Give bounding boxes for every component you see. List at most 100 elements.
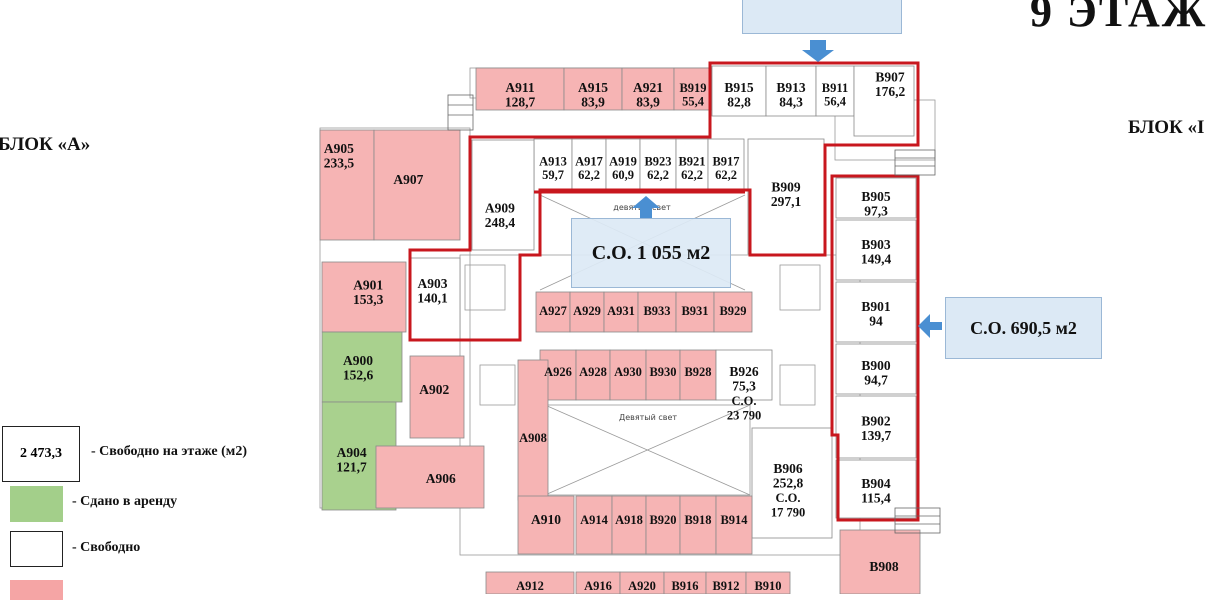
room-b917 [707,138,745,192]
free-block-outlines [408,61,920,522]
room-label: B906 [773,461,803,476]
arrow-down-icon [802,40,834,62]
legend-total-value: 2 473,3 [20,446,62,461]
room-label: B908 [869,559,899,574]
room-label: A915 [578,80,608,95]
room-label: A929 [573,304,601,318]
room-a915 [563,67,623,111]
room-label: B919 [679,81,706,95]
room-label: B921 [678,155,705,169]
room-label: A917 [575,155,603,169]
room-a902 [409,355,465,439]
room-note: 23 790 [727,409,761,423]
stairs [447,94,941,534]
room-label: A911 [505,80,535,95]
room-area: 97,3 [864,204,888,219]
room-label: B909 [771,179,801,194]
room-b903 [835,219,917,281]
room-a903 [409,257,461,341]
room-area: 62,2 [715,168,737,182]
room-label: A910 [531,512,561,527]
room-label: B912 [712,579,739,593]
room-a912 [485,571,575,594]
room-area: 82,8 [727,95,751,110]
room-area: 62,2 [681,168,703,182]
room-b902 [835,395,917,459]
room-label: A918 [615,513,643,527]
room-label: B904 [861,476,891,491]
room-label: A905 [324,141,354,156]
room-b931 [675,291,715,333]
room-a908 [517,359,549,501]
room-label: B900 [861,358,891,373]
rooms [319,65,921,594]
legend-total-label: - Свободно на этаже (м2) [91,444,248,459]
room-a900 [321,331,403,403]
room-a913 [533,138,573,192]
room-label: A908 [519,431,547,445]
room-label: B931 [681,304,708,318]
room-area: 233,5 [324,156,355,171]
room-area: 84,3 [779,95,803,110]
room-area: 121,7 [336,460,367,475]
room-area: 62,2 [578,168,600,182]
room-area: 59,7 [542,168,564,182]
room-area: 153,3 [353,292,384,307]
room-label: A914 [580,513,609,527]
room-a905 [319,129,375,241]
east-common-area: С.О. 690,5 м2 [945,297,1102,359]
room-b911 [815,65,855,117]
room-b915 [711,65,767,117]
room-area: 83,9 [636,94,660,109]
room-label: B923 [644,155,671,169]
legend-free-swatch [10,531,63,567]
room-label: B920 [649,513,676,527]
block-b-label: БЛОК «I [1128,117,1205,138]
room-label: A930 [614,365,642,379]
central-common-area: С.О. 1 055 м2 [571,218,731,288]
room-label: A901 [353,277,383,292]
central-common-area-text: С.О. 1 055 м2 [591,241,711,264]
room-b914 [715,495,753,555]
room-b933 [637,291,677,333]
room-label: A919 [609,155,637,169]
room-label: B926 [729,364,759,379]
room-a919 [605,138,641,192]
room-label: B910 [754,579,781,593]
room-label: A926 [544,365,572,379]
room-b910 [745,571,791,594]
top-callout [742,0,902,34]
room-b918 [679,495,717,555]
room-b909 [747,138,825,255]
room-label: B907 [875,70,905,85]
room-b908 [839,529,921,594]
room-label: A913 [539,155,567,169]
room-area: 55,4 [682,94,705,108]
room-label: B914 [720,513,748,527]
room-a911 [475,67,565,111]
room-area: 140,1 [417,291,448,306]
room-a921 [621,67,675,111]
room-label: B917 [712,155,739,169]
room-area: 248,4 [485,215,516,230]
room-area: 94 [869,313,883,328]
room-note: С.О. [776,491,801,505]
room-b906 [751,427,833,539]
room-label: A904 [337,445,367,460]
legend-total-box: 2 473,3 [2,426,80,482]
room-label: B930 [649,365,676,379]
room-area: 94,7 [864,373,888,388]
room-label: B915 [724,80,754,95]
room-b928 [679,349,717,401]
room-label: A909 [485,201,515,216]
room-area: 115,4 [861,491,891,506]
room-label: A900 [343,353,373,368]
room-label: A927 [539,304,567,318]
arrow-up-icon [632,196,660,218]
room-label: B905 [861,189,891,204]
room-a927 [535,291,571,333]
room-area: 56,4 [824,95,847,109]
room-area: 149,4 [861,251,892,266]
room-label: B903 [861,237,891,252]
